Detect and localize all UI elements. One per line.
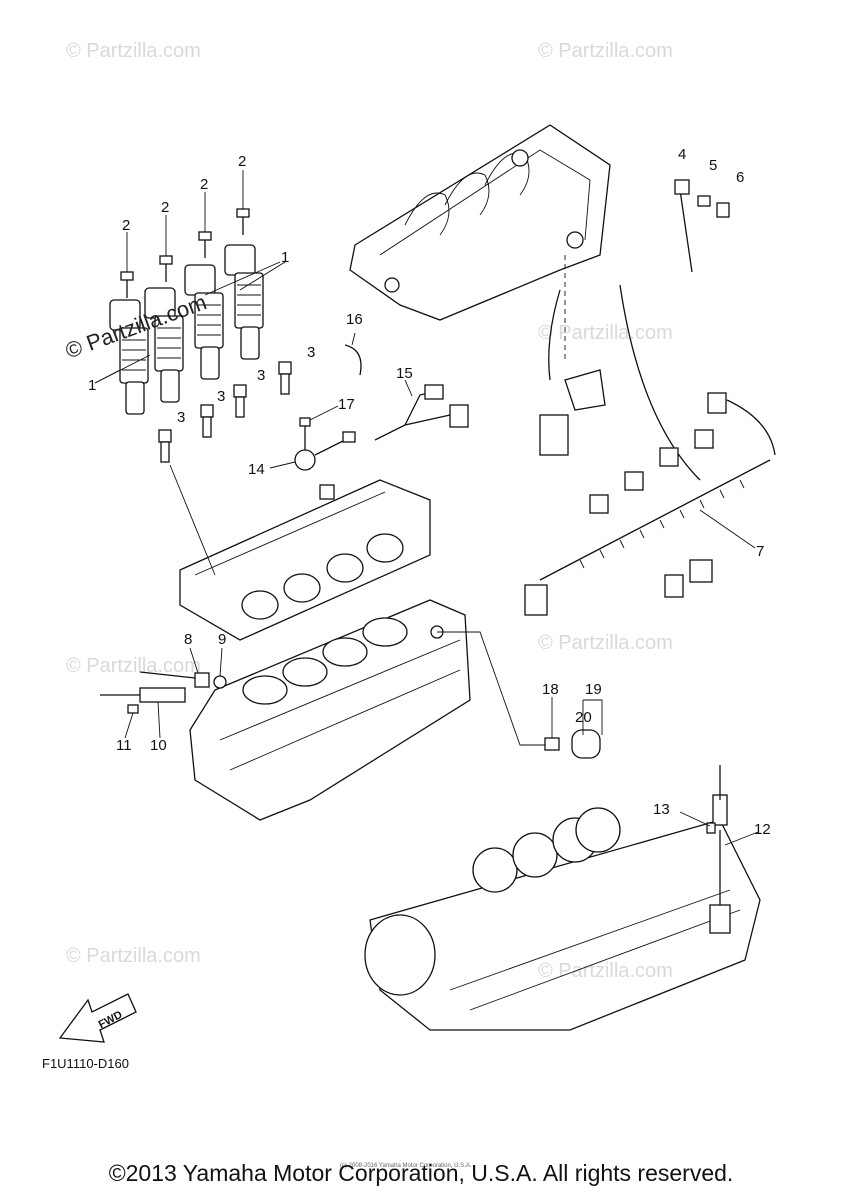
sensor-parts <box>294 344 469 471</box>
cylinder-head <box>179 479 431 641</box>
callout-6: 6 <box>736 169 745 186</box>
watermark: © Partzilla.com <box>538 632 673 654</box>
sender-parts <box>437 631 601 759</box>
callout-5: 5 <box>709 157 718 174</box>
callout-10: 10 <box>150 737 167 754</box>
watermark: © Partzilla.com <box>538 960 673 982</box>
callout-17: 17 <box>338 396 355 413</box>
intake-manifold <box>349 124 611 360</box>
callout-3: 3 <box>217 388 226 405</box>
watermark: © Partzilla.com <box>538 322 673 344</box>
callout-12: 12 <box>754 821 771 838</box>
callout-1: 1 <box>281 249 290 266</box>
callout-7: 7 <box>756 543 765 560</box>
callout-3: 3 <box>257 367 266 384</box>
callout-3: 3 <box>307 344 316 361</box>
callout-18: 18 <box>542 681 559 698</box>
callout-2: 2 <box>238 153 247 170</box>
callout-14: 14 <box>248 461 265 478</box>
callout-2: 2 <box>161 199 170 216</box>
callout-4: 4 <box>678 146 687 163</box>
callout-9: 9 <box>218 631 227 648</box>
cable-tie-and-fasteners <box>674 179 730 273</box>
callout-16: 16 <box>346 311 363 328</box>
exhaust-manifold <box>364 765 761 1031</box>
callout-2: 2 <box>200 176 209 193</box>
callout-11: 11 <box>116 737 132 754</box>
block-sensors <box>100 671 227 714</box>
callout-8: 8 <box>184 631 193 648</box>
watermark: © Partzilla.com <box>538 40 673 62</box>
leader-lines <box>94 170 759 846</box>
cylinder-block <box>189 599 471 821</box>
diagram-reference-code: F1U1110-D160 <box>42 1056 129 1071</box>
bolt-group <box>120 208 250 298</box>
source-note: (c) 2008-2016 Yamaha Motor Corporation, … <box>340 1163 472 1169</box>
callout-2: 2 <box>122 217 131 234</box>
callout-15: 15 <box>396 365 413 382</box>
watermark: © Partzilla.com <box>66 40 201 62</box>
watermark: © Partzilla.com <box>66 945 201 967</box>
callout-19: 19 <box>585 681 602 698</box>
wiring-harness <box>524 284 776 616</box>
copyright-footer: ©2013 Yamaha Motor Corporation, U.S.A. A… <box>108 1160 734 1186</box>
callout-3: 3 <box>177 409 186 426</box>
callout-20: 20 <box>575 709 592 726</box>
fwd-arrow-icon <box>58 993 137 1043</box>
callout-13: 13 <box>653 801 670 818</box>
callout-1: 1 <box>88 377 97 394</box>
watermark: © Partzilla.com <box>66 655 201 677</box>
spark-plug-group <box>158 361 292 463</box>
